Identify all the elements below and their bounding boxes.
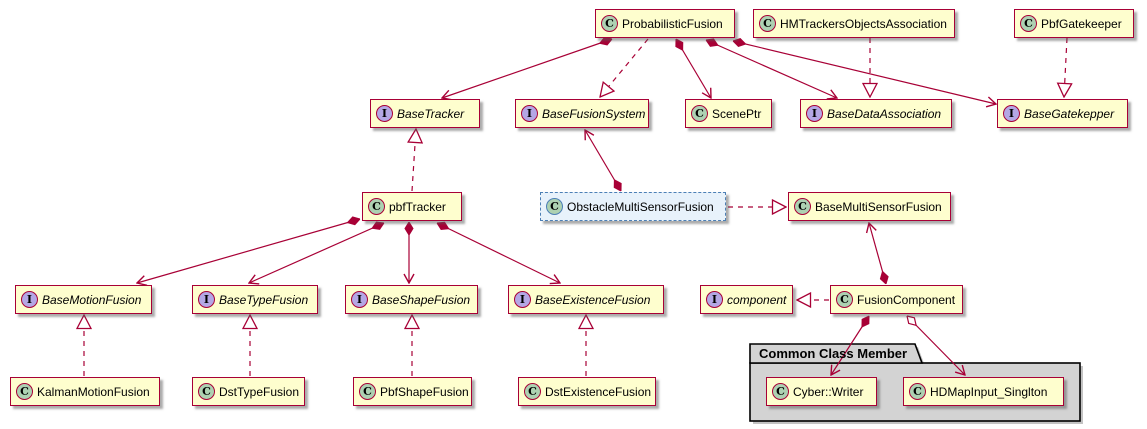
class-name-label: PbfShapeFusion	[380, 384, 469, 399]
class-badge-icon: C	[601, 15, 618, 32]
edge-obstaclemultisensorfusion-basefusionsystem-composition	[585, 130, 621, 191]
class-badge-icon: C	[794, 198, 811, 215]
interface-node-basemotionfusion: I BaseMotionFusion	[15, 285, 152, 314]
edge-pbfgatekeeper-basegatekepper-realization	[1064, 37, 1067, 97]
edge-fusioncomponent-basemultisensorfusion-composition	[869, 223, 886, 284]
class-badge-icon: C	[16, 383, 33, 400]
interface-node-basetracker: I BaseTracker	[370, 99, 480, 128]
class-name-label: PbfGatekeeper	[1041, 16, 1122, 31]
edge-pbftracker-baseexistencefusion-composition	[437, 223, 560, 283]
class-node-dstexistencefusion: C DstExistenceFusion	[518, 377, 656, 406]
class-name-label: HDMapInput_Singlton	[930, 384, 1048, 399]
interface-badge-icon: I	[514, 291, 531, 308]
class-node-probabilisticfusion: C ProbabilisticFusion	[595, 9, 735, 38]
interface-badge-icon: I	[1003, 105, 1020, 122]
interface-node-basetypefusion: I BaseTypeFusion	[192, 285, 318, 314]
interface-node-baseexistencefusion: I BaseExistenceFusion	[508, 285, 664, 314]
interface-node-basefusionsystem: I BaseFusionSystem	[515, 99, 649, 128]
interface-badge-icon: I	[376, 105, 393, 122]
interface-badge-icon: I	[806, 105, 823, 122]
interface-badge-icon: I	[521, 105, 538, 122]
edge-probabilisticfusion-basegatekepper-composition	[733, 41, 996, 104]
class-name-label: BaseMotionFusion	[42, 292, 142, 307]
class-badge-icon: C	[759, 15, 776, 32]
edge-fusioncomponent-cyberwriter-composition	[831, 316, 869, 375]
class-name-label: Cyber::Writer	[793, 384, 864, 399]
class-node-cyberwriter: C Cyber::Writer	[766, 377, 877, 406]
class-name-label: BaseTracker	[397, 106, 465, 121]
edge-probabilisticfusion-sceneptr-composition	[676, 39, 711, 98]
interface-badge-icon: I	[351, 291, 368, 308]
class-name-label: pbfTracker	[389, 199, 446, 214]
class-name-label: BaseFusionSystem	[542, 106, 646, 121]
class-name-label: DstExistenceFusion	[545, 384, 652, 399]
interface-badge-icon: I	[21, 291, 38, 308]
class-node-pbfshapefusion: C PbfShapeFusion	[353, 377, 472, 406]
edge-probabilisticfusion-basefusionsystem-realization	[600, 38, 649, 97]
interface-badge-icon: I	[706, 291, 723, 308]
class-node-sceneptr: C ScenePtr	[685, 99, 772, 128]
package-title: Common Class Member	[759, 346, 908, 361]
interface-badge-icon: I	[198, 291, 215, 308]
class-badge-icon: C	[198, 383, 215, 400]
edge-probabilisticfusion-basetracker-composition	[442, 39, 612, 98]
class-name-label: ProbabilisticFusion	[622, 16, 723, 31]
class-name-label: BaseGatekepper	[1024, 106, 1115, 121]
class-node-dsttypefusion: C DstTypeFusion	[192, 377, 305, 406]
class-name-label: ObstacleMultiSensorFusion	[567, 199, 714, 214]
class-node-hmtrackersobjectsassociation: C HMTrackersObjectsAssociation	[753, 9, 955, 38]
class-node-pbftracker: C pbfTracker	[362, 192, 462, 221]
interface-node-basedataassociation: I BaseDataAssociation	[800, 99, 952, 128]
class-node-obstaclemultisensorfusion: C ObstacleMultiSensorFusion	[540, 192, 726, 221]
class-name-label: ScenePtr	[712, 106, 762, 121]
class-node-pbfgatekeeper: C PbfGatekeeper	[1014, 9, 1134, 38]
class-node-fusioncomponent: C FusionComponent	[830, 285, 963, 314]
edge-pbftracker-basemotionfusion-composition	[137, 219, 360, 283]
class-badge-icon: C	[772, 383, 789, 400]
class-badge-icon: C	[359, 383, 376, 400]
class-badge-icon: C	[524, 383, 541, 400]
class-name-label: component	[727, 292, 787, 307]
interface-node-basegatekepper: I BaseGatekepper	[997, 99, 1128, 128]
edge-pbftracker-basetypefusion-composition	[249, 223, 384, 283]
edge-pbftracker-basetracker-realization	[412, 129, 416, 192]
class-badge-icon: C	[909, 383, 926, 400]
class-node-kalmanmotionfusion: C KalmanMotionFusion	[10, 377, 160, 406]
class-name-label: KalmanMotionFusion	[37, 384, 150, 399]
class-node-hdmapinputsinglton: C HDMapInput_Singlton	[903, 377, 1064, 406]
class-name-label: BaseMultiSensorFusion	[815, 199, 942, 214]
class-name-label: BaseTypeFusion	[219, 292, 309, 307]
interface-node-component: I component	[700, 285, 793, 314]
class-name-label: FusionComponent	[857, 292, 956, 307]
class-node-basemultisensorfusion: C BaseMultiSensorFusion	[788, 192, 951, 221]
class-badge-icon: C	[836, 291, 853, 308]
class-name-label: BaseExistenceFusion	[535, 292, 651, 307]
edge-fusioncomponent-hdmapinputsinglton-aggregation	[907, 316, 965, 375]
class-name-label: HMTrackersObjectsAssociation	[780, 16, 947, 31]
interface-node-baseshapefusion: I BaseShapeFusion	[345, 285, 478, 314]
class-badge-icon: C	[546, 198, 563, 215]
class-badge-icon: C	[1020, 15, 1037, 32]
class-badge-icon: C	[691, 105, 708, 122]
class-badge-icon: C	[368, 198, 385, 215]
edge-probabilisticfusion-basedataassociation-composition	[706, 40, 837, 98]
class-name-label: BaseDataAssociation	[827, 106, 942, 121]
class-name-label: BaseShapeFusion	[372, 292, 471, 307]
class-name-label: DstTypeFusion	[219, 384, 300, 399]
